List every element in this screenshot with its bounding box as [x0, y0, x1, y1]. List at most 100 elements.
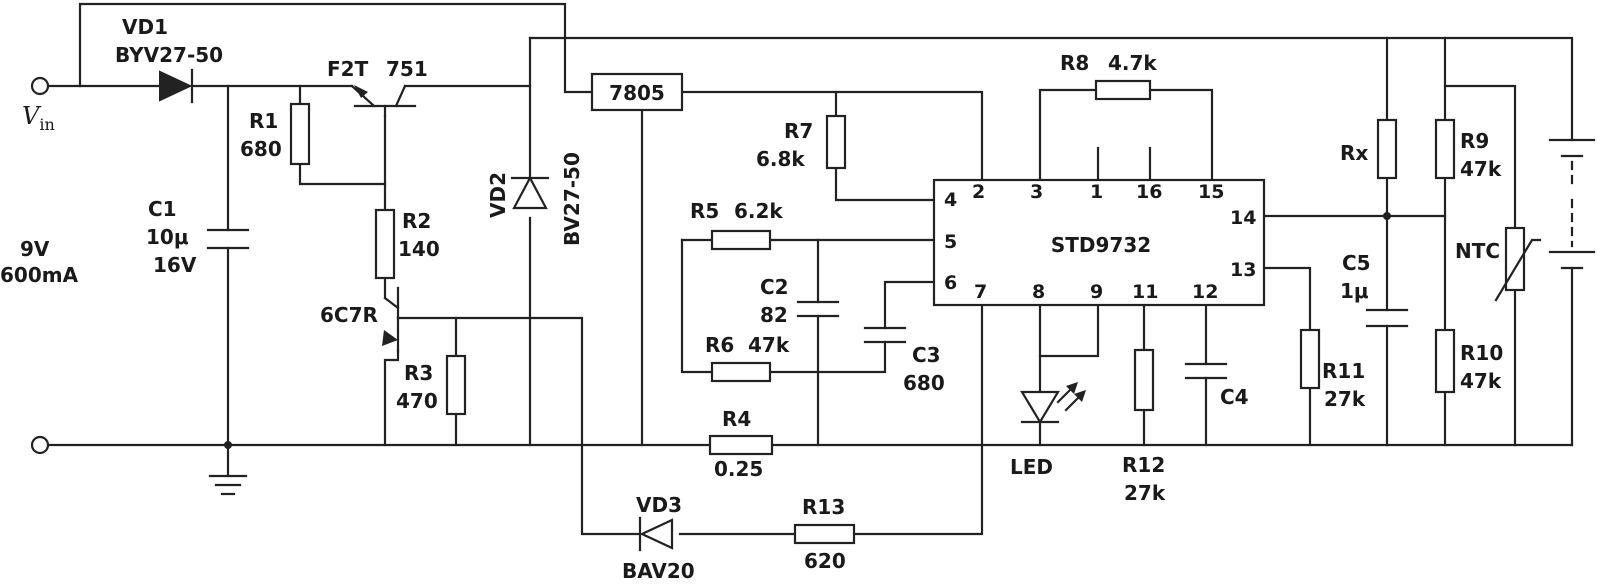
- r13-value: 620: [804, 549, 846, 573]
- regulator-7805: [590, 72, 684, 112]
- battery-symbol: [1548, 138, 1596, 270]
- r9-name: R9: [1460, 129, 1489, 153]
- labels: Vin 9V 600mA VD1 BYV27-50 C1 10μ 16V R1 …: [0, 15, 1503, 583]
- ic-pin-9: 9: [1090, 281, 1103, 303]
- input-terminal-positive: [30, 76, 50, 96]
- q1-value: 751: [386, 57, 428, 81]
- junction-dots: [224, 212, 1391, 449]
- vd1-value: BYV27-50: [115, 43, 223, 67]
- r8-resistor: [1094, 79, 1152, 101]
- input-voltage-label: 9V: [20, 237, 50, 261]
- q1-transistor: [350, 84, 417, 118]
- r4-value: 0.25: [714, 457, 763, 481]
- r4-resistor: [708, 434, 774, 456]
- r4-name: R4: [722, 407, 751, 431]
- ic-pin-15: 15: [1198, 181, 1224, 203]
- ic-pin-16: 16: [1136, 181, 1162, 203]
- c5-capacitor: [1365, 308, 1409, 328]
- rx-name: Rx: [1340, 141, 1368, 165]
- r9-value: 47k: [1460, 157, 1502, 181]
- vd2-name: VD2: [486, 172, 510, 218]
- ic-pin-5: 5: [944, 231, 957, 253]
- ic-pin-14: 14: [1230, 207, 1256, 229]
- r2-value: 140: [398, 237, 440, 261]
- vd3-name: VD3: [636, 493, 682, 517]
- r13-name: R13: [802, 495, 845, 519]
- c3-value: 680: [903, 371, 945, 395]
- wires: [46, 2, 1574, 536]
- vd2-value: BV27-50: [560, 152, 584, 246]
- ntc-thermistor: [1494, 226, 1542, 302]
- ic-pin-6: 6: [944, 272, 957, 294]
- c3-name: C3: [912, 343, 941, 367]
- r7-value: 6.8k: [756, 147, 805, 171]
- q1-name: F2T: [327, 57, 369, 81]
- ic-pin-4: 4: [944, 189, 957, 211]
- r10-name: R10: [1460, 341, 1503, 365]
- r11-name: R11: [1322, 359, 1365, 383]
- vd2-diode: [510, 175, 550, 210]
- r3-resistor: [445, 354, 467, 416]
- vd3-diode: [638, 516, 674, 552]
- led-diode: [1020, 382, 1086, 425]
- r5-name: R5: [690, 199, 719, 223]
- c1-value: 10μ: [146, 225, 189, 249]
- r6-resistor: [710, 361, 772, 383]
- vin-label: Vin: [22, 102, 55, 134]
- r12-resistor: [1133, 348, 1155, 412]
- vd1-diode: [159, 68, 194, 104]
- ic-pin-12: 12: [1192, 281, 1218, 303]
- r10-value: 47k: [1460, 369, 1502, 393]
- c3-capacitor: [863, 326, 907, 344]
- r9-resistor: [1434, 118, 1456, 180]
- c5-value: 1μ: [1340, 279, 1369, 303]
- ic-pin-3: 3: [1030, 181, 1043, 203]
- c1-capacitor: [206, 228, 250, 250]
- r3-value: 470: [396, 389, 438, 413]
- r1-value: 680: [240, 137, 282, 161]
- r7-resistor: [825, 114, 847, 170]
- ntc-name: NTC: [1455, 239, 1500, 263]
- r7-name: R7: [784, 119, 813, 143]
- input-current-label: 600mA: [0, 263, 79, 287]
- r1-resistor: [289, 102, 311, 166]
- r2-resistor: [374, 208, 396, 280]
- c2-name: C2: [760, 275, 789, 299]
- r6-value: 47k: [748, 333, 790, 357]
- c1-voltage: 16V: [153, 253, 197, 277]
- regulator-label: 7805: [609, 81, 665, 105]
- ic-pin-7: 7: [974, 281, 987, 303]
- r12-name: R12: [1122, 453, 1165, 477]
- rx-resistor: [1376, 118, 1398, 180]
- r11-value: 27k: [1324, 387, 1366, 411]
- r8-name: R8: [1060, 51, 1089, 75]
- ic-pin-8: 8: [1032, 281, 1045, 303]
- q2-transistor: [382, 286, 400, 354]
- c4-capacitor: [1184, 362, 1228, 380]
- ic-pin-labels: 4 2 3 1 16 15 5 6 14 13 7 8 9 11 12: [944, 181, 1256, 303]
- input-terminal-negative: [30, 435, 50, 455]
- vd3-value: BAV20: [622, 559, 695, 583]
- c1-name: C1: [148, 197, 177, 221]
- ground-symbol: [208, 443, 248, 496]
- r2-name: R2: [402, 209, 431, 233]
- junction-dot: [1383, 212, 1391, 220]
- c5-name: C5: [1342, 251, 1371, 275]
- ic-pin-1: 1: [1090, 181, 1103, 203]
- ic-label: STD9732: [1051, 233, 1151, 257]
- c2-capacitor: [796, 300, 840, 318]
- r11-resistor: [1299, 328, 1321, 390]
- c2-value: 82: [760, 303, 788, 327]
- r10-resistor: [1434, 328, 1456, 394]
- r3-name: R3: [404, 361, 433, 385]
- r13-resistor: [793, 523, 856, 545]
- ic-pin-13: 13: [1230, 259, 1256, 281]
- led-name: LED: [1010, 455, 1053, 479]
- c4-name: C4: [1220, 385, 1249, 409]
- r12-value: 27k: [1124, 481, 1166, 505]
- ic-pin-11: 11: [1132, 281, 1158, 303]
- r8-value: 4.7k: [1108, 51, 1157, 75]
- r1-name: R1: [249, 109, 278, 133]
